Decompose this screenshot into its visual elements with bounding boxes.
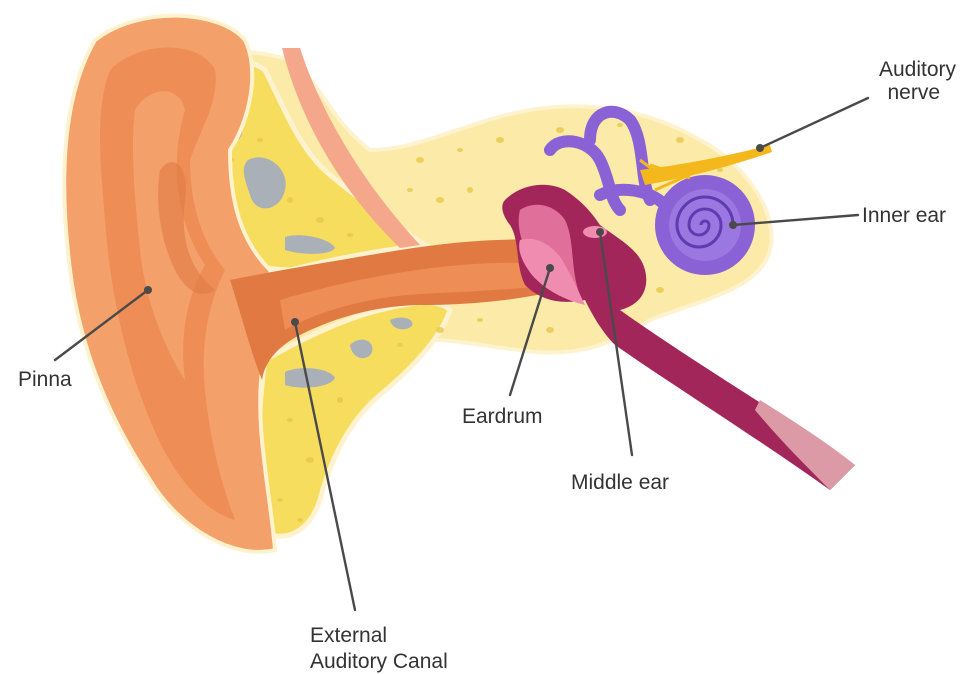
label-nerve-line1: Auditory xyxy=(879,58,957,81)
label-inner-ear: Inner ear xyxy=(862,204,946,227)
label-canal-line2: Auditory Canal xyxy=(310,650,448,673)
label-pinna: Pinna xyxy=(18,368,72,391)
nerve-leader xyxy=(760,98,868,148)
label-eardrum: Eardrum xyxy=(462,405,543,428)
label-middle-ear: Middle ear xyxy=(571,471,669,494)
label-nerve-line2: nerve xyxy=(887,81,940,104)
label-canal-line1: External xyxy=(310,624,387,647)
